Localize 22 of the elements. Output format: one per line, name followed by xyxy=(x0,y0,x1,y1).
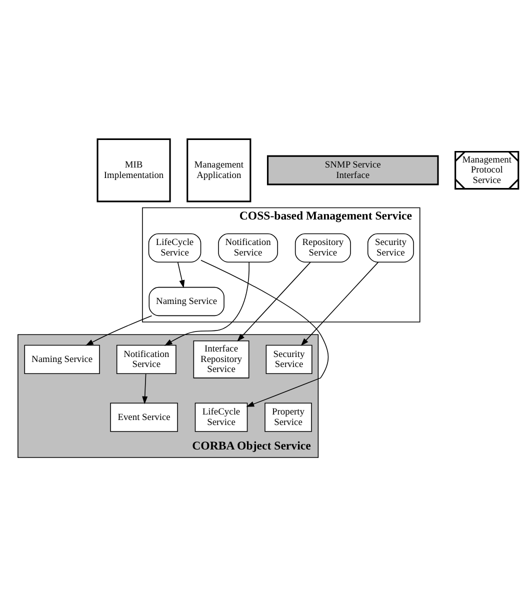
node-box: Interface Repository Service xyxy=(193,340,250,378)
arrow xyxy=(237,261,311,342)
arrow xyxy=(164,261,250,346)
node-box: Repository Service xyxy=(294,232,351,262)
node-box: Naming Service xyxy=(24,344,100,374)
node-box: LifeCycle Service xyxy=(194,402,248,432)
node-box: Management Application xyxy=(186,138,252,202)
node-box: Security Service xyxy=(367,232,414,262)
arrow xyxy=(85,314,152,346)
node-box: Property Service xyxy=(264,402,312,432)
node-box: MIB Implementation xyxy=(96,138,171,202)
arrow xyxy=(300,261,379,346)
arrow xyxy=(177,261,185,288)
node-box: Notification Service xyxy=(218,232,278,262)
arrow xyxy=(200,259,329,406)
node-box: Event Service xyxy=(110,402,178,432)
node-box: SNMP Service Interface xyxy=(266,154,439,185)
arrow xyxy=(142,372,148,404)
node-box: Notification Service xyxy=(116,344,176,374)
node-box: Naming Service xyxy=(148,286,224,316)
node-box: LifeCycle Service xyxy=(148,232,202,262)
node-box: Security Service xyxy=(266,344,312,374)
